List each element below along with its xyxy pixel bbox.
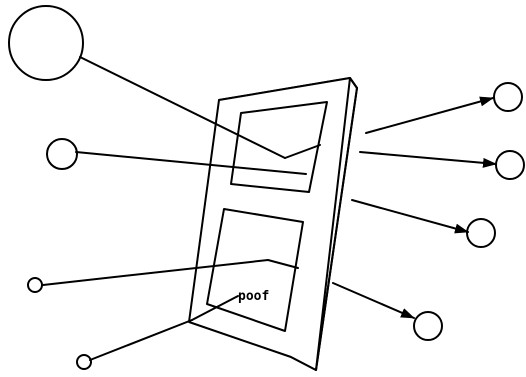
arrow-top	[366, 98, 493, 133]
poof-label: poof	[238, 289, 269, 304]
arrow-middle-right	[352, 200, 468, 232]
small-left-circle	[28, 278, 42, 292]
right-circle-middle	[467, 219, 495, 247]
big-circle	[9, 6, 83, 80]
small-bottom-circle	[77, 355, 91, 369]
right-circle-lower	[414, 312, 442, 340]
arrow-lower-right	[333, 283, 414, 318]
right-circle-top	[494, 83, 522, 111]
line-small-circle-2	[90, 320, 192, 360]
right-circle-upper	[496, 151, 524, 179]
output-arrows	[333, 98, 496, 318]
left-circle	[47, 139, 77, 169]
arrow-upper-right	[360, 152, 496, 164]
